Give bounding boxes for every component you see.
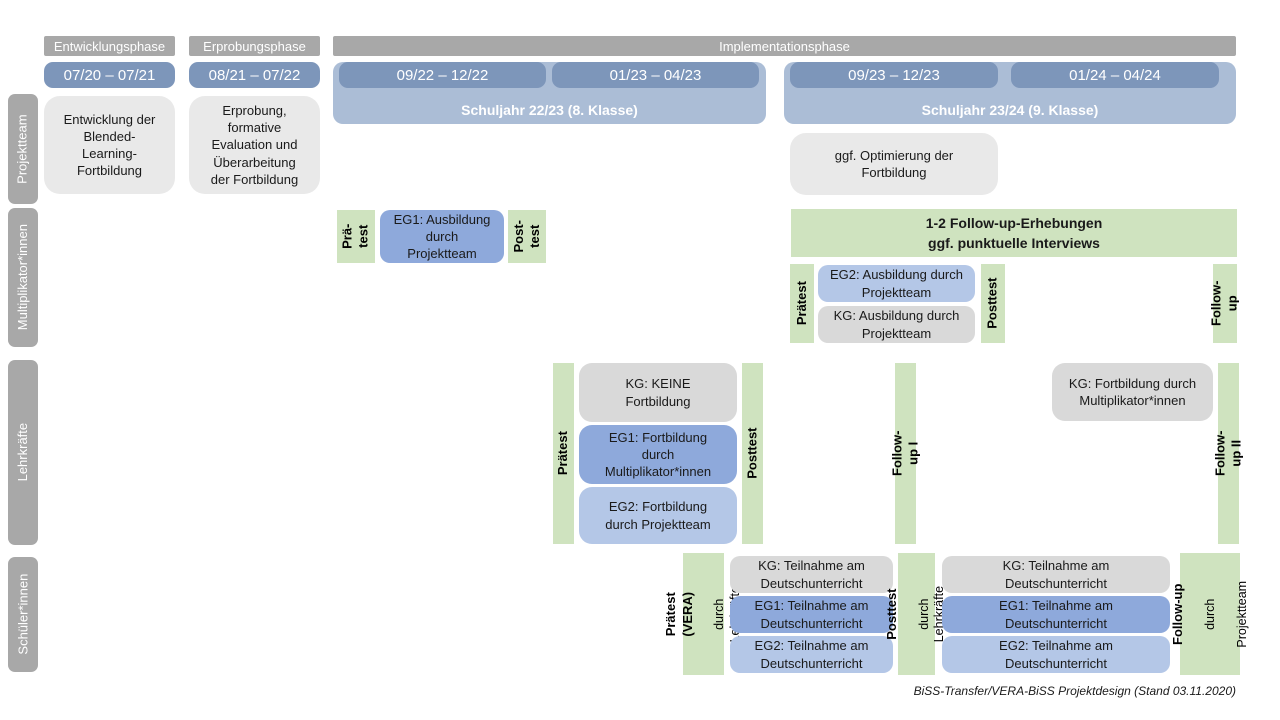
strip-posttest-lehrkraefte: Posttest	[742, 363, 763, 544]
box-eg1-teilnahme-1: EG1: Teilnahme am Deutschunterricht	[730, 596, 893, 633]
strip-label: Posttest	[984, 277, 1000, 330]
date-pill-0124-0424: 01/24 – 04/24	[1011, 62, 1219, 88]
strip-label-main: Posttest	[884, 588, 900, 640]
box-eg2-teilnahme-1: EG2: Teilnahme am Deutschunterricht	[730, 636, 893, 673]
date-pill-0123-0423: 01/23 – 04/23	[552, 62, 759, 88]
strip-posttest-schueler: Posttest durch Lehrkräfte	[885, 553, 947, 675]
strip-label-sub: Projektteam	[1234, 580, 1249, 648]
date-pill-0720-0721: 07/20 – 07/21	[44, 62, 175, 88]
strip-praetest-lehrkraefte: Prätest	[553, 363, 574, 544]
box-erprobung-evaluation: Erprobung, formative Evaluation und Über…	[189, 96, 320, 194]
strip-label-main: Prätest (VERA)	[663, 591, 695, 637]
strip-posttest-multiplikatoren-1: Post- test	[508, 210, 546, 263]
lane-label-text: Multiplikator*innen	[14, 224, 30, 331]
strip-label: Post- test	[510, 220, 542, 253]
lane-label-schueler: Schüler*innen	[8, 557, 38, 672]
lane-label-projektteam: Projektteam	[8, 94, 38, 204]
box-eg2-teilnahme-2: EG2: Teilnahme am Deutschunterricht	[942, 636, 1170, 673]
phase-bar-implementation: Implementationsphase	[333, 36, 1236, 56]
strip-praetest-multiplikatoren-1: Prä- test	[337, 210, 375, 263]
strip-followup-schueler: Follow-up durch Projektteam	[1170, 553, 1248, 675]
box-kg-keine-fortbildung: KG: KEINE Fortbildung	[579, 363, 737, 422]
strip-followup-multiplikatoren: Follow-up	[1209, 264, 1240, 343]
box-kg-teilnahme-2: KG: Teilnahme am Deutschunterricht	[942, 556, 1170, 593]
box-kg-ausbildung-projektteam: KG: Ausbildung durch Projektteam	[818, 306, 975, 343]
strip-label: Prätest	[555, 431, 571, 476]
box-optimierung-fortbildung: ggf. Optimierung der Fortbildung	[790, 133, 998, 195]
strip-label: Follow-up II	[1212, 430, 1244, 477]
box-kg-teilnahme-1: KG: Teilnahme am Deutschunterricht	[730, 556, 893, 593]
strip-praetest-vera-schueler: Prätest (VERA) durch Lehrkräfte	[664, 553, 742, 675]
box-eg1-fortbildung-multiplikatoren: EG1: Fortbildung durch Multiplikator*inn…	[579, 425, 737, 484]
banner-followup-erhebungen: 1-2 Follow-up-Erhebungen ggf. punktuelle…	[791, 209, 1237, 257]
phase-bar-erprobung: Erprobungsphase	[189, 36, 320, 56]
box-eg2-ausbildung-projektteam: EG2: Ausbildung durch Projektteam	[818, 265, 975, 302]
diagram-caption: BiSS-Transfer/VERA-BiSS Projektdesign (S…	[913, 684, 1236, 698]
strip-label-sub: durch	[1202, 598, 1217, 630]
strip-label: Prä- test	[339, 223, 371, 250]
box-eg2-fortbildung-projektteam: EG2: Fortbildung durch Projektteam	[579, 487, 737, 544]
strip-followup1-lehrkraefte: Follow-up I	[889, 363, 921, 544]
phase-bar-entwicklung: Entwicklungsphase	[44, 36, 175, 56]
date-pill-0922-1222: 09/22 – 12/22	[339, 62, 546, 88]
box-entwicklung-fortbildung: Entwicklung der Blended- Learning- Fortb…	[44, 96, 175, 194]
lane-label-text: Lehrkräfte	[14, 423, 30, 482]
strip-praetest-multiplikatoren-2: Prätest	[790, 264, 814, 343]
school-year-label: Schuljahr 23/24 (9. Klasse)	[921, 102, 1099, 118]
strip-label: Follow-up	[1208, 280, 1240, 327]
strip-label: Follow-up I	[889, 430, 921, 477]
strip-label: Prätest	[793, 281, 809, 326]
strip-followup2-lehrkraefte: Follow-up II	[1212, 363, 1244, 544]
strip-posttest-multiplikatoren-2: Posttest	[981, 264, 1005, 343]
box-kg-fortbildung-multiplikatoren: KG: Fortbildung durch Multiplikator*inne…	[1052, 363, 1213, 421]
date-pill-0821-0722: 08/21 – 07/22	[189, 62, 320, 88]
school-year-label: Schuljahr 22/23 (8. Klasse)	[461, 102, 638, 118]
strip-label-main: Follow-up	[1170, 583, 1186, 645]
box-eg1-teilnahme-2: EG1: Teilnahme am Deutschunterricht	[942, 596, 1170, 633]
lane-label-text: Projektteam	[14, 114, 30, 184]
box-eg1-ausbildung-projektteam: EG1: Ausbildung durch Projektteam	[380, 210, 504, 263]
lane-label-multiplikatoren: Multiplikator*innen	[8, 208, 38, 347]
date-pill-0923-1223: 09/23 – 12/23	[790, 62, 998, 88]
lane-label-lehrkraefte: Lehrkräfte	[8, 360, 38, 545]
lane-label-text: Schüler*innen	[14, 574, 30, 655]
strip-label: Posttest	[744, 427, 760, 480]
